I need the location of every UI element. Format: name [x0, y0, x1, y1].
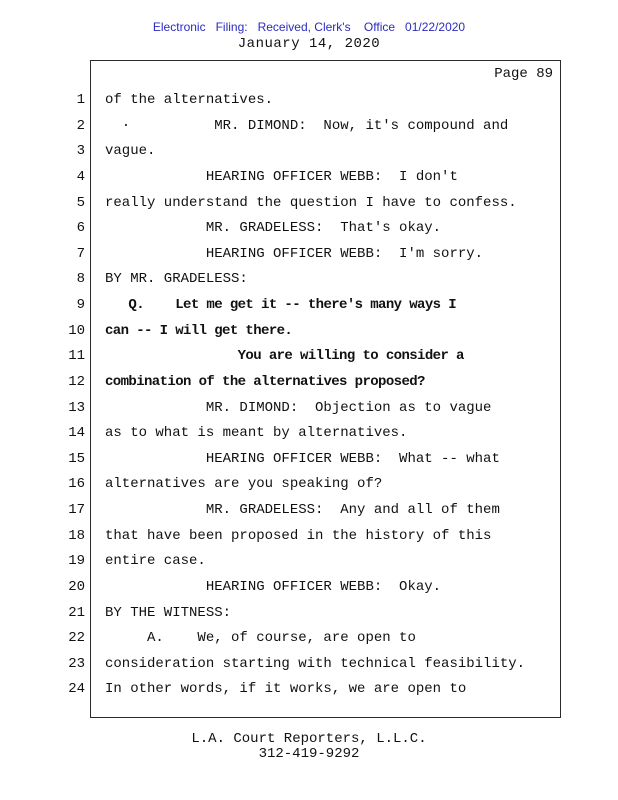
page-number-label: Page 89: [494, 66, 553, 82]
line-text: BY MR. GRADELESS:: [105, 271, 248, 288]
transcript-line: 1 of the alternatives.: [55, 91, 565, 117]
line-number: 2: [76, 117, 85, 134]
line-text: alternatives are you speaking of?: [105, 476, 383, 493]
line-text: MR. GRADELESS: That's okay.: [105, 220, 442, 237]
transcript-line: 11 You are willing to consider a: [55, 347, 565, 373]
transcript-line: 5 really understand the question I have t…: [55, 194, 565, 220]
line-text: A. We, of course, are open to: [105, 630, 416, 647]
reporter-company: L.A. Court Reporters, L.L.C.: [191, 731, 427, 747]
line-number: 4: [76, 168, 85, 185]
line-number: 10: [68, 322, 85, 339]
line-number: 19: [68, 553, 85, 570]
transcript-line: 15 HEARING OFFICER WEBB: What -- what: [55, 450, 565, 476]
line-text: MR. DIMOND: Objection as to vague: [105, 399, 492, 416]
transcript-line: 24 In other words, if it works, we are op…: [55, 680, 565, 706]
line-number: 15: [68, 450, 85, 467]
line-text: entire case.: [105, 553, 206, 570]
transcript-line: 2 · MR. DIMOND: Now, it's compound and: [55, 117, 565, 143]
line-number: 13: [68, 399, 85, 416]
line-text: vague.: [105, 143, 156, 160]
line-text: of the alternatives.: [105, 92, 274, 108]
line-number: 16: [68, 476, 85, 493]
line-text: HEARING OFFICER WEBB: I don't: [105, 168, 458, 185]
line-number: 9: [76, 297, 85, 313]
line-text: can -- I will get there.: [105, 322, 293, 339]
transcript-line: 20 HEARING OFFICER WEBB: Okay.: [55, 578, 565, 604]
transcript-line: 23 consideration starting with technical …: [55, 655, 565, 681]
transcript-line: 7 HEARING OFFICER WEBB: I'm sorry.: [55, 245, 565, 271]
efiling-stamp: Electronic Filing: Received, Clerk's Off…: [152, 20, 466, 34]
line-text: that have been proposed in the history o…: [105, 527, 492, 544]
line-number: 7: [76, 245, 85, 262]
line-number: 20: [68, 578, 85, 595]
line-text: Q. Let me get it -- there's many ways I: [105, 297, 457, 313]
line-number: 3: [76, 143, 85, 160]
transcript-line: 6 MR. GRADELESS: That's okay.: [55, 219, 565, 245]
line-number: 24: [68, 681, 85, 698]
line-number: 23: [68, 655, 85, 672]
line-number: 12: [68, 373, 85, 390]
line-text: · MR. DIMOND: Now, it's compound and: [105, 117, 509, 134]
transcript-line: 12 combination of the alternatives propos…: [55, 373, 565, 399]
line-number: 11: [68, 348, 85, 365]
transcript-line: 10 can -- I will get there.: [55, 322, 565, 348]
line-number: 17: [68, 502, 85, 518]
line-text: HEARING OFFICER WEBB: Okay.: [105, 578, 442, 595]
transcript-lines: 1 of the alternatives. 2 · MR. DIMOND: Now…: [55, 91, 565, 706]
transcript-border-box: [90, 60, 561, 718]
transcript-line: 9 Q. Let me get it -- there's many ways …: [55, 296, 565, 322]
line-number: 18: [68, 527, 85, 544]
transcript-line: 21 BY THE WITNESS:: [55, 604, 565, 630]
line-number: 8: [76, 271, 85, 288]
line-number: 6: [76, 220, 85, 237]
transcript-line: 22 A. We, of course, are open to: [55, 629, 565, 655]
line-text: HEARING OFFICER WEBB: I'm sorry.: [105, 245, 484, 262]
line-text: combination of the alternatives proposed…: [105, 373, 425, 390]
line-number: 22: [68, 630, 85, 647]
line-text: BY THE WITNESS:: [105, 604, 232, 621]
transcript-line: 19 entire case.: [55, 552, 565, 578]
line-number: 1: [76, 92, 85, 108]
transcript-line: 17 MR. GRADELESS: Any and all of them: [55, 501, 565, 527]
transcript-line: 8 BY MR. GRADELESS:: [55, 270, 565, 296]
transcript-line: 16 alternatives are you speaking of?: [55, 475, 565, 501]
line-text: You are willing to consider a: [105, 348, 465, 365]
line-text: HEARING OFFICER WEBB: What -- what: [105, 450, 500, 467]
line-number: 21: [68, 604, 85, 621]
line-text: as to what is meant by alternatives.: [105, 425, 408, 442]
transcript-line: 14 as to what is meant by alternatives.: [55, 424, 565, 450]
transcript-line: 4 HEARING OFFICER WEBB: I don't: [55, 168, 565, 194]
reporter-footer: L.A. Court Reporters, L.L.C. 312-419-929…: [0, 732, 618, 762]
transcript-line: 18 that have been proposed in the history…: [55, 527, 565, 553]
line-number: 14: [68, 425, 85, 442]
line-text: really understand the question I have to…: [105, 194, 517, 211]
transcript-line: 13 MR. DIMOND: Objection as to vague: [55, 399, 565, 425]
reporter-phone: 312-419-9292: [258, 746, 360, 762]
line-text: MR. GRADELESS: Any and all of them: [105, 502, 500, 518]
line-number: 5: [76, 194, 85, 211]
transcript-line: 3 vague.: [55, 142, 565, 168]
line-text: consideration starting with technical fe…: [105, 655, 526, 672]
hearing-date: January 14, 2020: [237, 36, 381, 52]
line-text: In other words, if it works, we are open…: [105, 681, 467, 698]
